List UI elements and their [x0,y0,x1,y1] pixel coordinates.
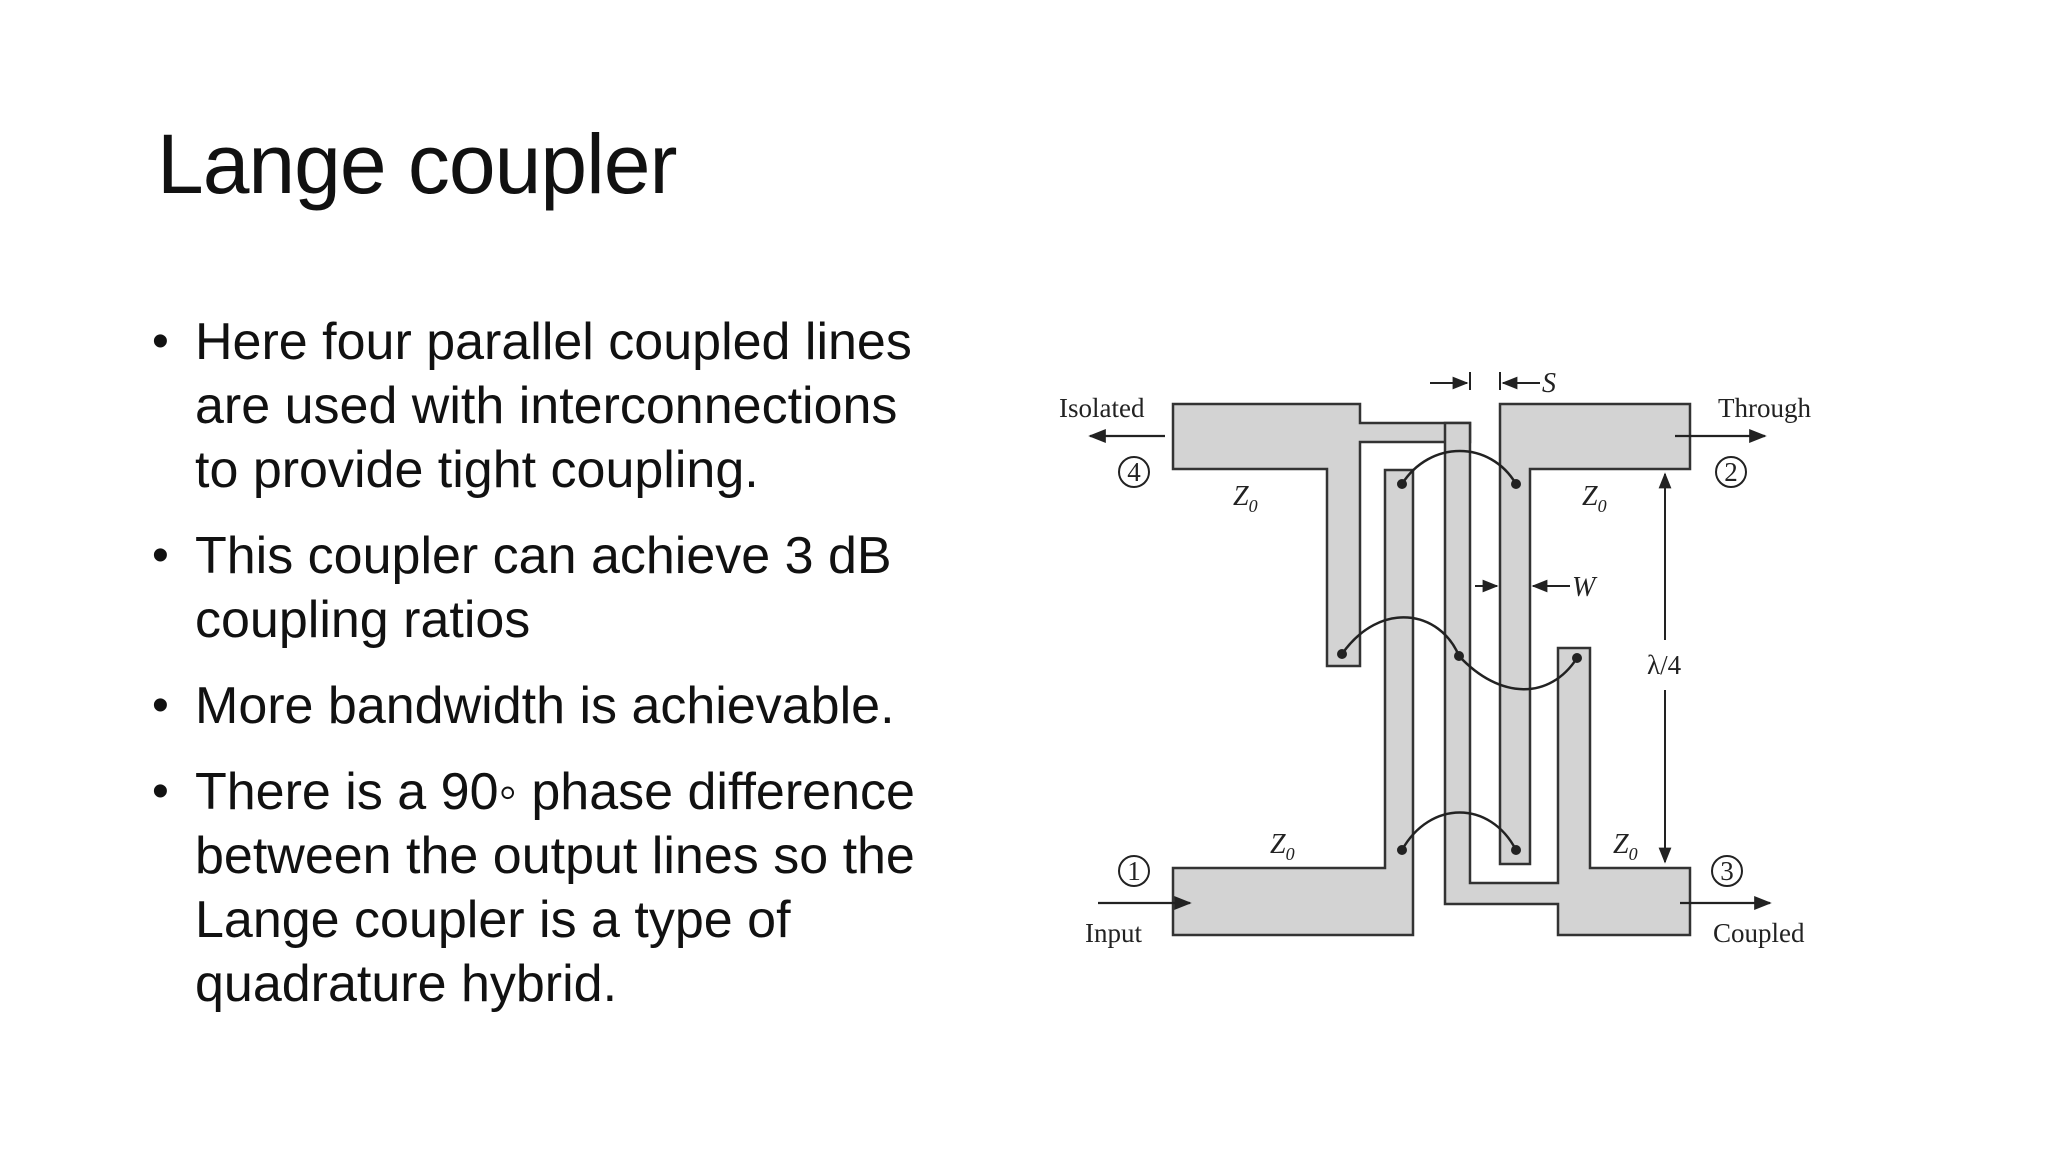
bullet-line: coupling ratios [195,591,531,649]
dimension-s [1430,372,1540,390]
port-label-through: Through [1718,393,1811,423]
port-label-isolated: Isolated [1059,393,1145,423]
port-label-coupled: Coupled [1713,918,1805,948]
microstrip-conductors [1171,402,1692,937]
impedance-label: Z0 [1613,829,1638,864]
bullet-line: There is a 90◦ phase difference [195,763,915,821]
bullet-item: • Here four parallel coupled lines are u… [152,310,1012,502]
bullet-item: • This coupler can achieve 3 dB coupling… [152,524,1012,652]
bullet-line: between the output lines so the [195,827,915,885]
impedance-label: Z0 [1270,829,1295,864]
bullet-dot: • [152,679,169,732]
strip-port3 [1443,421,1692,937]
bullet-dot: • [152,315,169,368]
port-label-input: Input [1085,918,1142,948]
width-label: W [1572,572,1598,603]
bond-wires [1340,449,1579,851]
slide-title: Lange coupler [157,117,677,211]
svg-text:Z0: Z0 [1582,481,1607,516]
svg-text:Z0: Z0 [1613,829,1638,864]
svg-text:Z0: Z0 [1270,829,1295,864]
bullet-line: Here four parallel coupled lines [195,313,912,371]
strip-port2 [1498,402,1692,866]
port-1-number: 1 [1127,856,1141,886]
bullet-line: More bandwidth is achievable. [195,677,895,735]
bullet-dot: • [152,529,169,582]
port-2-number: 2 [1724,457,1738,487]
port-4-number: 4 [1127,457,1141,487]
strip-port4 [1171,402,1472,668]
impedance-label: Z0 [1582,481,1607,516]
strip-port1 [1171,468,1415,937]
bullet-line: This coupler can achieve 3 dB [195,527,892,585]
bullet-line: are used with interconnections [195,377,898,435]
length-label: λ/4 [1647,650,1682,680]
bullet-item: • More bandwidth is achievable. [152,674,1012,738]
bullet-line: Lange coupler is a type of [195,891,791,949]
bond-points [1337,479,1582,855]
bullet-dot: • [152,765,169,818]
lange-coupler-diagram: 4 2 1 3 Isolated Through Input Coupled Z… [1059,368,1811,948]
spacing-label: S [1542,368,1556,399]
impedance-label: Z0 [1233,481,1258,516]
bullet-item: • There is a 90◦ phase difference betwee… [152,760,1012,1016]
bullet-list: • Here four parallel coupled lines are u… [152,310,1012,1038]
bullet-line: to provide tight coupling. [195,441,759,499]
port-arrows [1088,428,1772,911]
port-3-number: 3 [1720,856,1734,886]
bullet-line: quadrature hybrid. [195,955,618,1013]
svg-text:Z0: Z0 [1233,481,1258,516]
port-numbers: 4 2 1 3 [1118,456,1747,887]
